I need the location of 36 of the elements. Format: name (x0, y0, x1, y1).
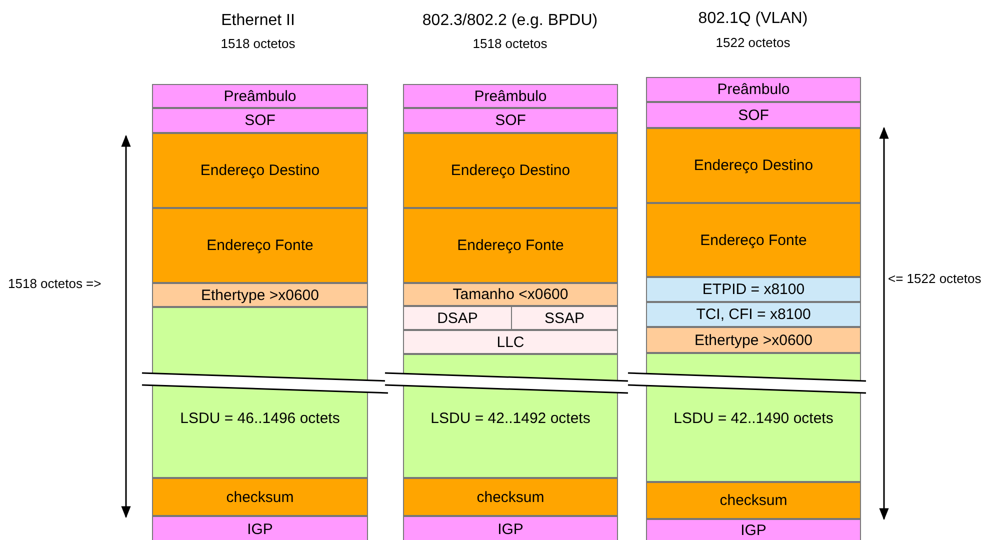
frame-field: Preâmbulo (403, 84, 618, 108)
frame-field: Endereço Fonte (152, 208, 368, 283)
frame-field: Endereço Destino (403, 133, 618, 208)
dimension-label: 1518 octetos => (8, 276, 102, 291)
frame-field: Tamanho <x0600 (403, 283, 618, 306)
column-title: Ethernet II (221, 12, 295, 30)
frame-field: Endereço Fonte (646, 203, 861, 277)
frame-field: SOF (646, 102, 861, 128)
frame-field: SOF (152, 108, 368, 133)
frame-field: Preâmbulo (646, 77, 861, 102)
frame-field: IGP (403, 516, 618, 540)
frame-field: DSAP (403, 306, 512, 330)
frame-field: LSDU = 46..1496 octets (152, 307, 368, 478)
size-note: 1522 octetos (716, 35, 790, 50)
column-title: 802.1Q (VLAN) (698, 10, 808, 28)
frame-field: IGP (152, 516, 368, 540)
frame-field: LSDU = 42..1490 octets (646, 353, 861, 482)
frame-field: checksum (646, 482, 861, 519)
frame-field: Ethertype >x0600 (152, 283, 368, 307)
size-note: 1518 octetos (220, 36, 296, 51)
frame-field: SSAP (511, 306, 618, 330)
frame-field: Endereço Destino (646, 128, 861, 203)
frame-field: Endereço Fonte (403, 208, 618, 283)
frame-field: ETPID = x8100 (646, 277, 861, 302)
frame-field: Ethertype >x0600 (646, 327, 861, 353)
frame-field: LLC (403, 330, 618, 354)
dimension-label: <= 1522 octetos (888, 271, 982, 286)
frame-field: checksum (403, 478, 618, 516)
frame-field: TCI, CFI = x8100 (646, 302, 861, 327)
size-note: 1518 octetos (472, 36, 548, 51)
frame-field: Endereço Destino (152, 133, 368, 208)
frame-field: checksum (152, 478, 368, 516)
column-title: 802.3/802.2 (e.g. BPDU) (422, 12, 598, 30)
frame-field: IGP (646, 519, 861, 540)
frame-field: SOF (403, 108, 618, 133)
frame-field: Preâmbulo (152, 84, 368, 108)
